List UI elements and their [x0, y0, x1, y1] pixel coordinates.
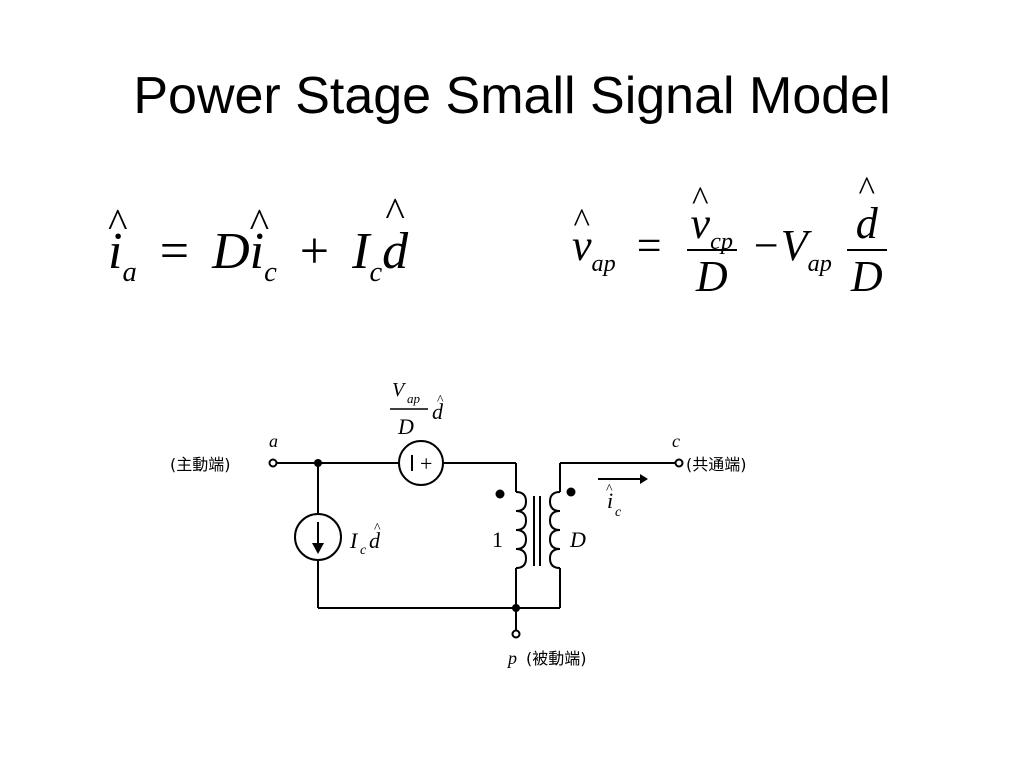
eq2-frac2-num: d	[855, 199, 878, 248]
junction-dot-left	[314, 459, 322, 467]
terminal-p	[511, 629, 521, 639]
eq2-fraction-1: ^vcp D	[686, 179, 737, 302]
current-label: i	[607, 488, 613, 513]
equation-current: ^ia = D^ic + Ic^d	[108, 188, 409, 288]
current-source-arrowhead	[312, 543, 324, 554]
eq1-term2-var: ^d	[382, 188, 409, 280]
eq1-term2: I	[352, 223, 370, 280]
eq2-equals: =	[636, 221, 662, 271]
current-source-icon	[294, 513, 342, 561]
node-c-desc: (共通端)	[686, 455, 747, 474]
current-source-var: d	[369, 528, 381, 553]
eq2-coef-sub: ap	[807, 249, 832, 277]
current-source-sub: c	[360, 543, 367, 558]
voltage-source-plus: +	[420, 451, 432, 476]
eq2-fraction-2: ^d D	[846, 169, 887, 302]
voltage-source-icon	[398, 440, 444, 486]
current-label-hat: ^	[606, 482, 613, 497]
eq1-coef: D	[212, 223, 250, 280]
polarity-dot-primary	[495, 489, 505, 499]
terminal-c	[674, 458, 684, 468]
eq2-minus: −	[753, 221, 779, 271]
source-label-num: V	[392, 379, 407, 401]
eq2-frac1-den: D	[686, 249, 737, 302]
node-p-label: p	[506, 648, 517, 668]
eq2-frac1-num-sub: cp	[710, 227, 733, 255]
source-label-den: D	[397, 414, 414, 439]
eq1-equals: =	[159, 223, 190, 280]
current-label-sub: c	[615, 505, 622, 520]
page-title: Power Stage Small Signal Model	[133, 67, 891, 125]
turns-secondary: D	[569, 527, 586, 552]
current-arrowhead	[640, 474, 648, 484]
eq2-frac1-num: v	[690, 199, 711, 248]
source-label-hat: ^	[437, 393, 444, 408]
turns-primary: 1	[492, 527, 503, 552]
equation-voltage: ^vap = ^vcp D −Vap ^d D	[572, 169, 891, 302]
eq2-frac2-den: D	[846, 249, 887, 302]
source-label-num-sub: ap	[407, 391, 421, 406]
source-label-var: d	[432, 399, 444, 424]
primary-coil-icon	[515, 491, 528, 569]
polarity-dot-secondary	[566, 487, 576, 497]
current-source-label: I	[349, 528, 359, 553]
eq1-plus: +	[299, 223, 330, 280]
eq2-lhs: ^v	[572, 200, 592, 271]
eq1-term1-sub: c	[264, 256, 277, 288]
node-a-label: a	[269, 431, 278, 451]
node-c-label: c	[672, 431, 680, 451]
eq2-lhs-sub: ap	[591, 249, 616, 277]
node-p-desc: (被動端)	[526, 649, 587, 668]
eq2-coef: V	[780, 221, 808, 271]
secondary-coil-icon	[548, 491, 561, 569]
eq1-lhs-sub: a	[122, 256, 137, 288]
terminal-a	[268, 458, 278, 468]
node-a-desc: (主動端)	[170, 455, 231, 474]
current-source-hat: ^	[374, 521, 381, 536]
junction-dot-bottom	[512, 604, 520, 612]
eq1-term2-sub: c	[369, 256, 383, 288]
